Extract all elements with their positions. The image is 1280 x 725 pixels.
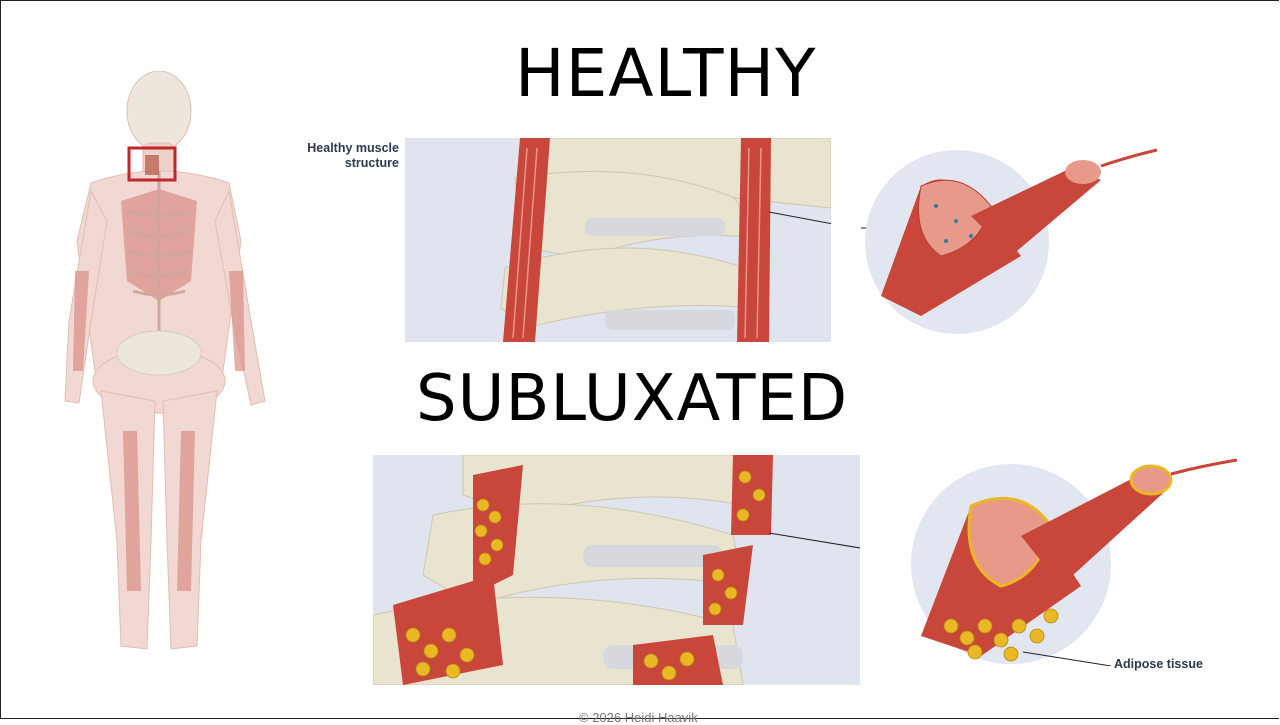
healthy-muscle-caption: Healthy muscle structure — [281, 141, 399, 171]
healthy-spine-illustration — [405, 138, 831, 342]
subluxated-muscle-fiber-illustration — [901, 456, 1241, 666]
subluxated-heading: SUBLUXATED — [416, 367, 848, 431]
copyright-footer: © 2026 Heidi Haavik — [579, 710, 698, 725]
healthy-muscle-fiber-illustration — [861, 146, 1161, 346]
subluxated-spine-illustration — [373, 455, 860, 685]
adipose-tissue-caption: Adipose tissue — [1114, 657, 1203, 672]
healthy-heading: HEALTHY — [515, 41, 816, 107]
body-figure-illustration — [51, 71, 301, 681]
